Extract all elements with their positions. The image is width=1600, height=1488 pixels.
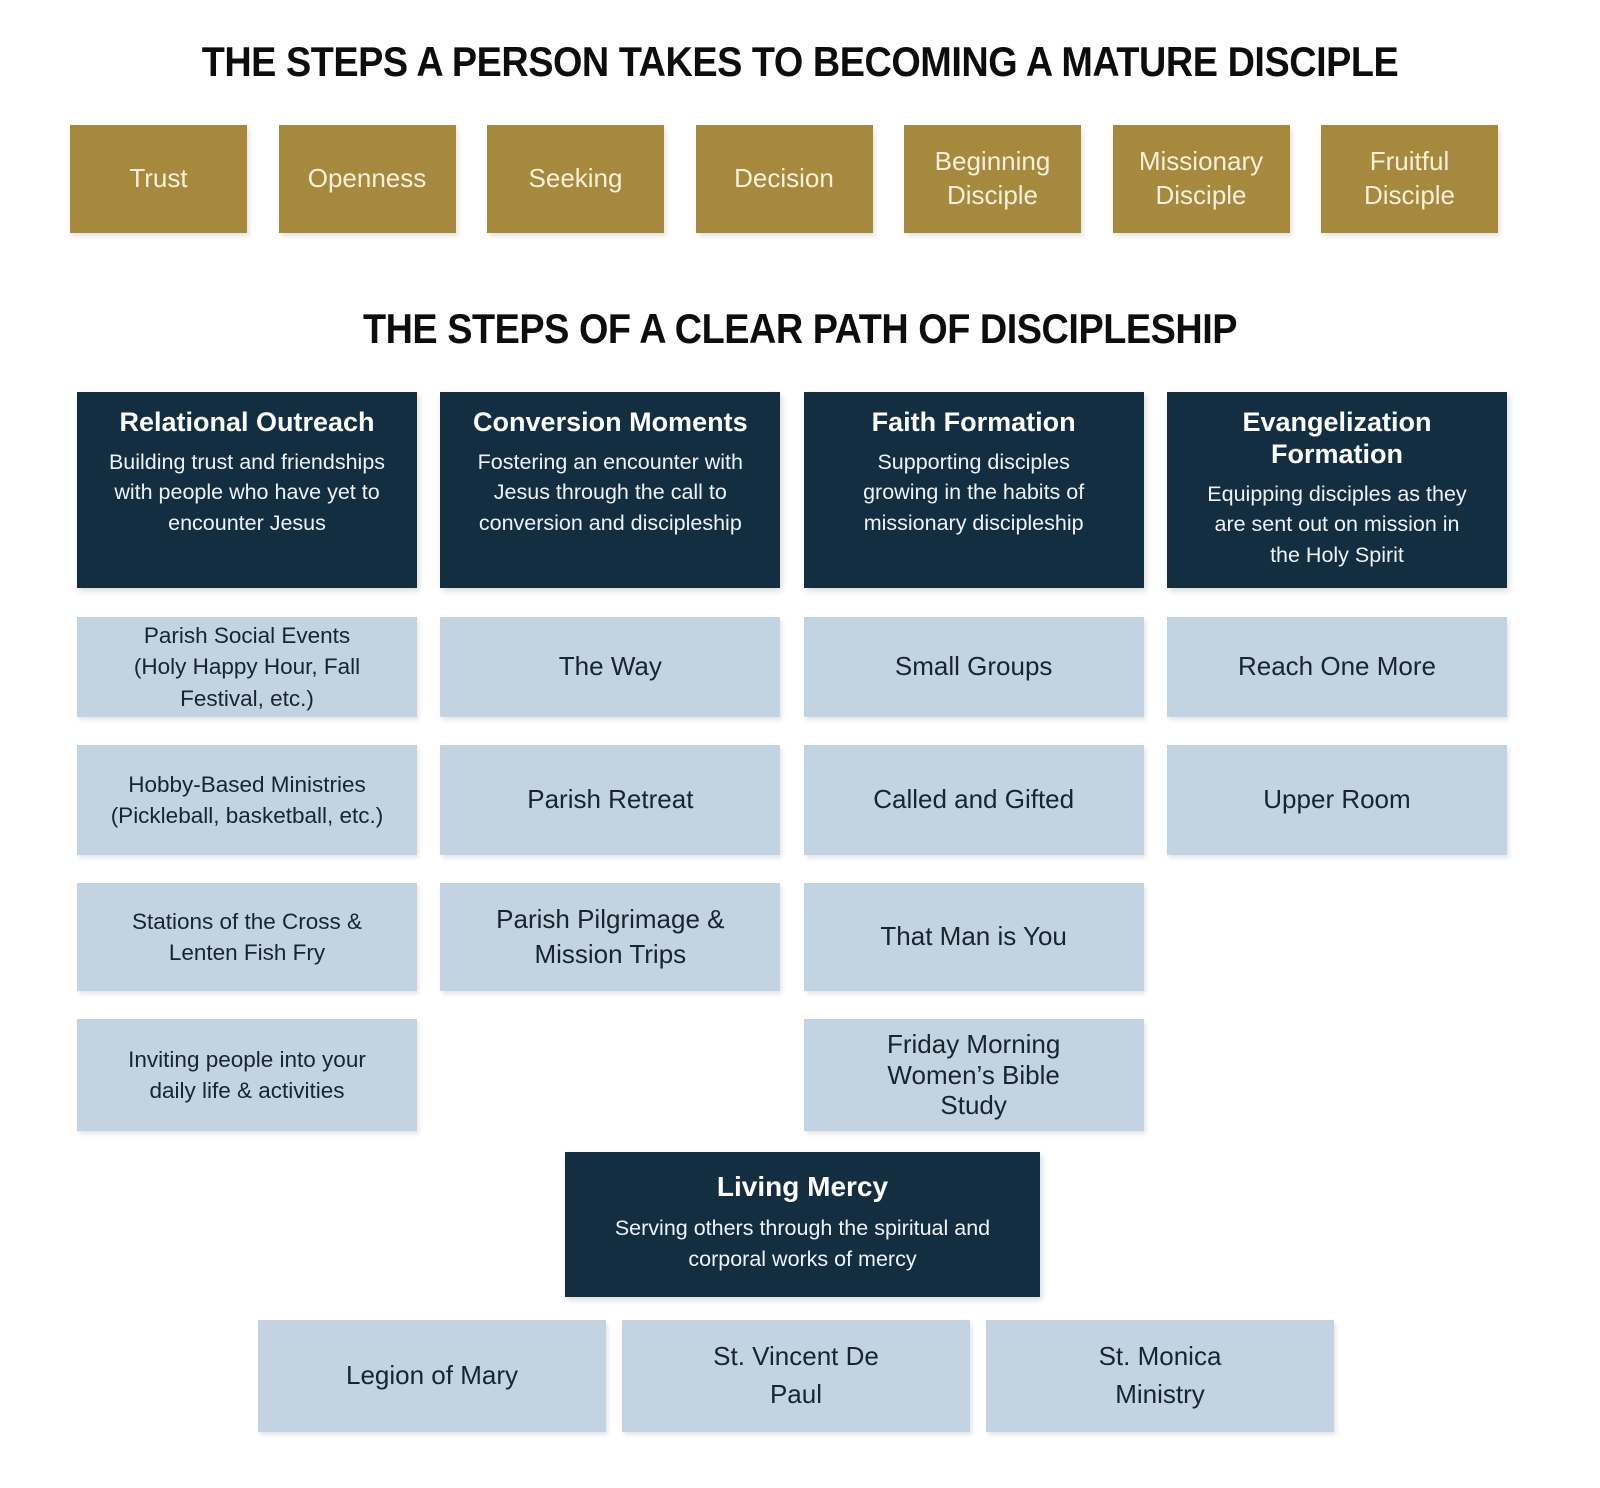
column-header-title: Faith Formation <box>871 407 1076 437</box>
item-hobby-based-ministries: Hobby-Based Ministries (Pickleball, bask… <box>77 745 417 855</box>
column-header-evangelization-formation: Evangelization Formation Equipping disci… <box>1166 392 1507 588</box>
column-header-description: Supporting disciples growing in the habi… <box>863 449 1085 535</box>
item-friday-morning-womens-bible-study: Friday Morning Women’s Bible Study <box>803 1019 1144 1131</box>
item-label: The Way <box>558 651 662 682</box>
item-label: Parish Retreat <box>527 784 694 815</box>
step-box-missionary-disciple: Missionary Disciple <box>1112 125 1290 233</box>
item-label: Stations of the Cross & Lenten Fish Fry <box>131 908 363 966</box>
item-stations-of-the-cross: Stations of the Cross & Lenten Fish Fry <box>77 883 417 991</box>
step-box-trust: Trust <box>70 125 247 233</box>
path-items-grid: Parish Social Events (Holy Happy Hour, F… <box>77 617 1507 1131</box>
item-label: Called and Gifted <box>873 784 1075 815</box>
step-label: Missionary Disciple <box>1138 146 1264 210</box>
column-header-title: Conversion Moments <box>473 407 748 437</box>
column-header-title: Relational Outreach <box>119 407 375 437</box>
column-header-description: Building trust and friendships with peop… <box>108 449 386 535</box>
step-box-decision: Decision <box>695 125 873 233</box>
item-upper-room: Upper Room <box>1166 745 1507 855</box>
path-column-headers: Relational Outreach Building trust and f… <box>77 392 1507 588</box>
step-box-fruitful-disciple: Fruitful Disciple <box>1321 125 1498 233</box>
item-label: St. Monica Ministry <box>1098 1341 1222 1409</box>
item-parish-social-events: Parish Social Events (Holy Happy Hour, F… <box>77 617 417 717</box>
item-label: Reach One More <box>1237 651 1436 682</box>
item-label: Parish Pilgrimage & Mission Trips <box>496 903 725 969</box>
item-label: Legion of Mary <box>346 1360 518 1391</box>
column-header-description: Fostering an encounter with Jesus throug… <box>477 449 743 535</box>
step-label: Trust <box>129 163 188 194</box>
item-st-monica-ministry: St. Monica Ministry <box>986 1320 1334 1432</box>
item-legion-of-mary: Legion of Mary <box>258 1320 606 1432</box>
column-header-description: Equipping disciples as they are sent out… <box>1207 481 1467 567</box>
mercy-ministries-row: Legion of Mary St. Vincent De Paul St. M… <box>258 1320 1334 1432</box>
path-section-title: THE STEPS OF A CLEAR PATH OF DISCIPLESHI… <box>362 305 1238 352</box>
item-label: Friday Morning Women’s Bible Study <box>886 1028 1061 1121</box>
item-label: Small Groups <box>894 651 1053 682</box>
living-mercy-title: Living Mercy <box>716 1171 889 1202</box>
living-mercy-description: Serving others through the spiritual and… <box>614 1216 991 1271</box>
step-box-openness: Openness <box>278 125 456 233</box>
item-st-vincent-de-paul: St. Vincent De Paul <box>622 1320 970 1432</box>
item-that-man-is-you: That Man is You <box>803 883 1144 991</box>
step-label: Seeking <box>528 163 623 194</box>
item-called-and-gifted: Called and Gifted <box>803 745 1144 855</box>
item-small-groups: Small Groups <box>803 617 1144 717</box>
item-label: Upper Room <box>1263 784 1411 815</box>
maturity-section-title: THE STEPS A PERSON TAKES TO BECOMING A M… <box>201 38 1399 85</box>
item-label: Parish Social Events (Holy Happy Hour, F… <box>133 622 361 711</box>
item-parish-pilgrimage-mission-trips: Parish Pilgrimage & Mission Trips <box>440 883 781 991</box>
item-the-way: The Way <box>440 617 781 717</box>
maturity-steps-row: Trust Openness Seeking Decision Beginnin… <box>70 125 1498 233</box>
living-mercy-header: Living Mercy Serving others through the … <box>565 1152 1040 1297</box>
item-label: That Man is You <box>880 921 1067 952</box>
step-box-beginning-disciple: Beginning Disciple <box>904 125 1081 233</box>
column-header-relational-outreach: Relational Outreach Building trust and f… <box>77 392 417 588</box>
column-header-title: Evangelization Formation <box>1242 407 1432 469</box>
column-header-conversion-moments: Conversion Moments Fostering an encounte… <box>440 392 781 588</box>
item-inviting-people: Inviting people into your daily life & a… <box>77 1019 417 1131</box>
step-label: Beginning Disciple <box>934 146 1051 210</box>
step-label: Fruitful Disciple <box>1363 146 1456 210</box>
item-parish-retreat: Parish Retreat <box>440 745 781 855</box>
item-reach-one-more: Reach One More <box>1166 617 1507 717</box>
item-label: St. Vincent De Paul <box>713 1341 879 1409</box>
item-label: Hobby-Based Ministries (Pickleball, bask… <box>110 771 384 829</box>
item-label: Inviting people into your daily life & a… <box>128 1046 366 1104</box>
column-header-faith-formation: Faith Formation Supporting disciples gro… <box>803 392 1144 588</box>
step-label: Openness <box>307 163 427 194</box>
step-box-seeking: Seeking <box>487 125 664 233</box>
step-label: Decision <box>734 163 834 194</box>
